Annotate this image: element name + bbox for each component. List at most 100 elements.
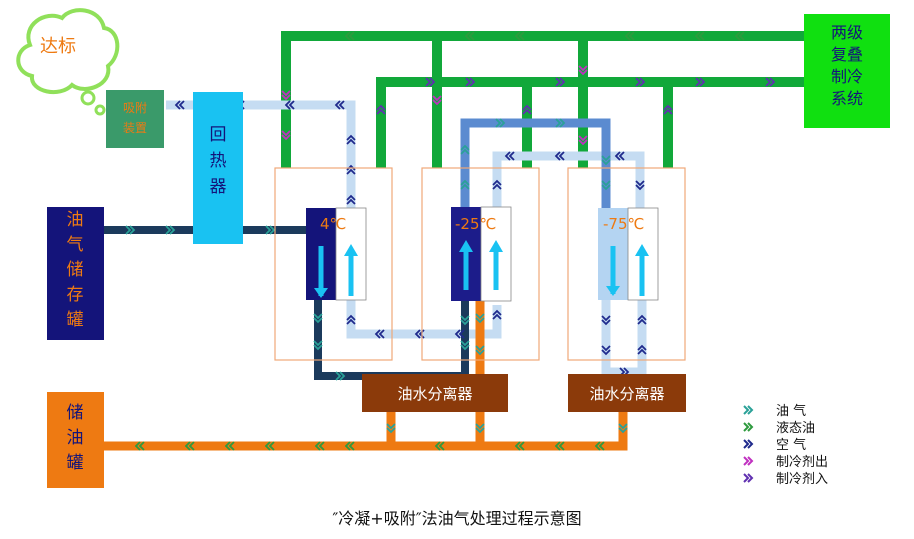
flow-chevron bbox=[637, 314, 647, 325]
flow-chevron bbox=[314, 441, 325, 451]
oil-vapor-tank: 油气储存罐 bbox=[47, 207, 104, 340]
oil-vapor-down1 bbox=[314, 300, 362, 380]
legend-label: 空 气 bbox=[776, 437, 806, 453]
flow-chevron bbox=[334, 100, 345, 110]
condenser-1-frame bbox=[274, 167, 393, 361]
flow-chevron bbox=[694, 31, 705, 41]
flow-chevron bbox=[460, 144, 470, 155]
flow-chevron bbox=[281, 90, 291, 101]
flow-chevron bbox=[344, 441, 355, 451]
flow-chevron bbox=[335, 371, 346, 381]
flow-chevron bbox=[425, 77, 436, 87]
flow-chevron bbox=[313, 340, 323, 351]
flow-chevron bbox=[434, 441, 445, 451]
flow-chevron bbox=[734, 31, 745, 41]
flow-chevron bbox=[601, 155, 611, 166]
oil-vapor-tank-label: 油气储存罐 bbox=[67, 210, 84, 330]
flow-chevron bbox=[346, 194, 356, 205]
flow-chevron bbox=[432, 95, 442, 106]
flow-chevron bbox=[635, 77, 646, 87]
flow-chevron bbox=[224, 441, 235, 451]
refrigeration-label: 两级复叠制冷系统 bbox=[831, 23, 863, 108]
chevron-teal-icon bbox=[743, 405, 754, 415]
temp-1: 4℃ bbox=[320, 215, 346, 233]
flow-chevron bbox=[695, 77, 706, 87]
flow-chevron bbox=[601, 180, 611, 191]
flow-chevron bbox=[281, 130, 291, 141]
flow-chevron bbox=[555, 77, 566, 87]
flow-chevron bbox=[492, 179, 502, 190]
flow-chevron bbox=[601, 315, 611, 326]
legend-label: 制冷剂出 bbox=[776, 455, 828, 470]
flow-chevron bbox=[514, 31, 525, 41]
oil-line-bottom bbox=[104, 412, 628, 451]
flow-chevron bbox=[460, 179, 470, 190]
chevron-navy-icon bbox=[743, 439, 754, 449]
adsorb-label-line1: 吸附 bbox=[123, 101, 147, 115]
flow-chevron bbox=[475, 313, 485, 324]
flow-chevron bbox=[265, 225, 276, 235]
flow-chevron bbox=[344, 31, 355, 41]
legend-label: 液态油 bbox=[776, 421, 815, 436]
separators: 油水分离器 油水分离器 bbox=[362, 374, 686, 412]
flow-chevron bbox=[618, 423, 628, 434]
adsorb-label-line2: 装置 bbox=[123, 121, 147, 135]
cloud-label: 达标 bbox=[40, 36, 76, 57]
flow-chevron bbox=[174, 100, 185, 110]
flow-chevron bbox=[376, 104, 386, 115]
flow-chevron bbox=[637, 344, 647, 355]
flow-chevron bbox=[346, 134, 356, 145]
flow-chevron bbox=[386, 423, 396, 434]
flow-chevron bbox=[134, 441, 145, 451]
flow-chevron bbox=[374, 329, 385, 339]
flow-chevron bbox=[346, 164, 356, 175]
flow-chevron bbox=[624, 31, 635, 41]
condenser-3-frame bbox=[567, 167, 686, 361]
condenser-units: 4℃ -25℃ -75℃ bbox=[274, 167, 686, 361]
flow-chevron bbox=[765, 77, 776, 87]
flow-chevron bbox=[578, 135, 588, 146]
flow-chevron bbox=[165, 225, 176, 235]
flow-chevron bbox=[460, 340, 470, 351]
storage-tank: 储油罐 bbox=[47, 392, 104, 488]
heat-exchanger-label: 回热器 bbox=[210, 125, 227, 197]
flow-chevron bbox=[614, 151, 625, 161]
refrigerant-line-top bbox=[281, 31, 804, 168]
adsorb-device: 吸附 装置 bbox=[106, 90, 164, 148]
flow-chevron bbox=[514, 441, 525, 451]
flow-chevron bbox=[663, 104, 673, 115]
flow-chevron bbox=[475, 345, 485, 356]
flow-chevron bbox=[284, 100, 295, 110]
flow-chevron bbox=[184, 441, 195, 451]
chevron-purple-icon bbox=[743, 473, 754, 483]
separator-2 bbox=[568, 374, 686, 412]
flow-chevron bbox=[495, 118, 506, 128]
caption: ″冷凝+吸附″法油气处理过程示意图 bbox=[332, 509, 581, 528]
flow-chevron bbox=[475, 423, 485, 434]
separator-2-label: 油水分离器 bbox=[589, 385, 664, 403]
legend-label: 油 气 bbox=[776, 403, 806, 419]
flow-chevron bbox=[492, 309, 502, 320]
flow-chevron bbox=[578, 65, 588, 76]
flow-chevron bbox=[554, 441, 565, 451]
flow-chevron bbox=[346, 314, 356, 325]
separator-1 bbox=[362, 374, 508, 412]
flow-chevron bbox=[522, 104, 532, 115]
condenser-2-frame bbox=[421, 167, 540, 361]
flow-chevron bbox=[594, 441, 605, 451]
flow-chevron bbox=[454, 329, 465, 339]
flow-chevron bbox=[601, 345, 611, 356]
flow-chevron bbox=[264, 441, 275, 451]
chevron-magenta-icon bbox=[743, 456, 754, 466]
flow-chevron bbox=[464, 31, 475, 41]
temp-3: -75℃ bbox=[603, 215, 644, 233]
heat-exchanger: 回热器 bbox=[193, 92, 243, 244]
flow-chevron bbox=[554, 151, 565, 161]
flow-chevron bbox=[555, 118, 566, 128]
flow-chevrons bbox=[125, 31, 776, 451]
refrigeration-system: 两级复叠制冷系统 bbox=[804, 14, 890, 128]
separator-1-label: 油水分离器 bbox=[397, 385, 472, 403]
cloud: 达标 bbox=[16, 8, 120, 116]
